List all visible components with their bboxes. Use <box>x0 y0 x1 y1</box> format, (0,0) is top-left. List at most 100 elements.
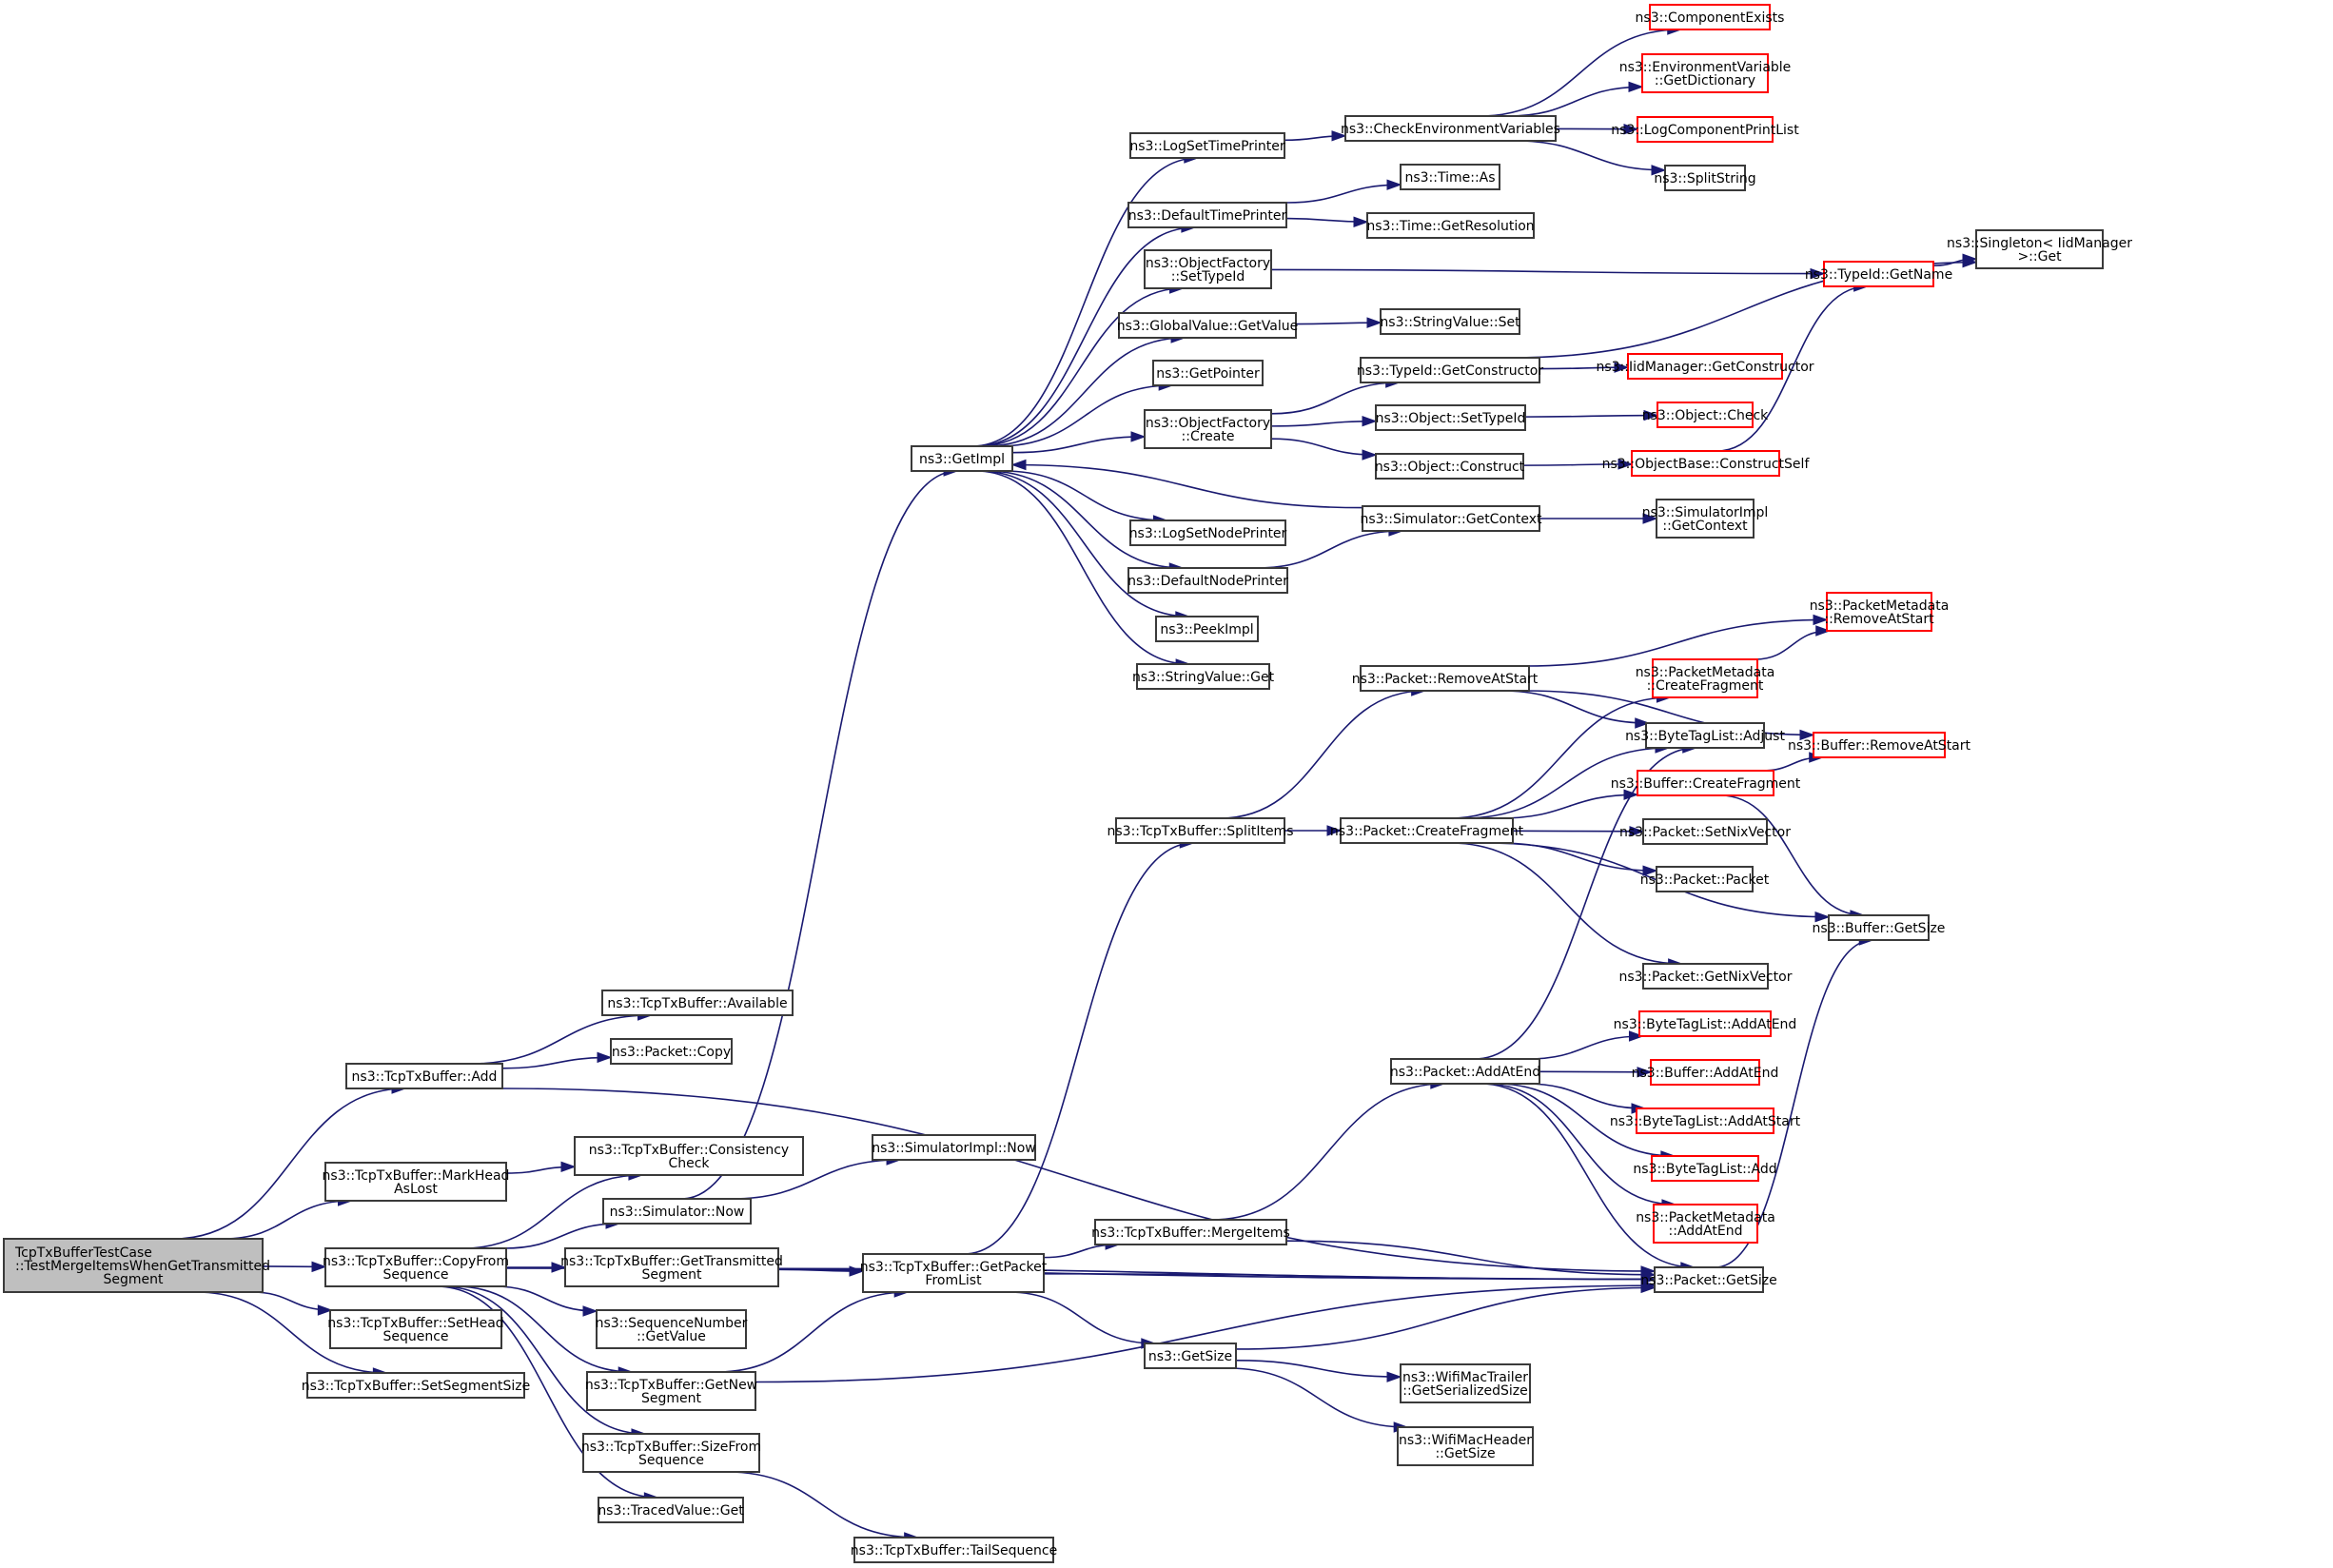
node-ns3-defaulttimeprinter[interactable]: ns3::DefaultTimePrinter <box>1127 202 1287 228</box>
node-ns3-simulatorimpl-now[interactable]: ns3::SimulatorImpl::Now <box>872 1134 1036 1161</box>
edge-line <box>1235 1360 1402 1378</box>
node-ns3-packet-getsize[interactable]: ns3::Packet::GetSize <box>1640 1266 1777 1293</box>
node-ns3-splitstring[interactable]: ns3::SplitString <box>1654 165 1756 191</box>
node-ns3-object-construct[interactable]: ns3::Object::Construct <box>1375 453 1525 480</box>
node-ns3-singleton-iidmanager-get[interactable]: ns3::Singleton< IidManager>::Get <box>1947 229 2132 269</box>
node-ns3-packet-copy[interactable]: ns3::Packet::Copy <box>610 1038 733 1065</box>
arrowhead-icon <box>1640 1282 1657 1294</box>
node-ns3-buffer-getsize[interactable]: ns3::Buffer::GetSize <box>1813 914 1946 941</box>
node-ns3-objectfactory-create[interactable]: ns3::ObjectFactory::Create <box>1144 409 1272 449</box>
edge-ofsettypeid-to-tidgetname <box>1270 267 1826 280</box>
node-ns3-getimpl[interactable]: ns3::GetImpl <box>911 445 1013 472</box>
node-box <box>1638 1010 1772 1037</box>
node-ns3-packet-setnixvector[interactable]: ns3::Packet::SetNixVector <box>1619 818 1791 845</box>
node-ns3-tcptxbuffer-mergeitems[interactable]: ns3::TcpTxBuffer::MergeItems <box>1091 1219 1290 1245</box>
node-box <box>1144 1343 1237 1369</box>
node-label: ns3::TcpTxBuffer::TailSequence <box>851 1543 1057 1558</box>
node-box <box>1340 817 1514 844</box>
node-label: ns3::Packet::GetNixVector <box>1619 970 1793 985</box>
node-label: ns3::TcpTxBuffer::GetNew <box>585 1378 757 1393</box>
edge-line <box>1514 140 1666 171</box>
node-ns3-tcptxbuffer-splititems[interactable]: ns3::TcpTxBuffer::SplitItems <box>1108 817 1294 844</box>
node-ns3-simulator-getcontext[interactable]: ns3::Simulator::GetContext <box>1360 505 1542 532</box>
node-ns3-bytetaglist-adjust[interactable]: ns3::ByteTagList::Adjust <box>1625 722 1785 749</box>
node-ns3-tcptxbuffer-setsegmentsize[interactable]: ns3::TcpTxBuffer::SetSegmentSize <box>302 1372 531 1399</box>
node-ns3-logsettimeprinter[interactable]: ns3::LogSetTimePrinter <box>1129 132 1285 159</box>
node-ns3-time-getresolution[interactable]: ns3::Time::GetResolution <box>1366 212 1535 239</box>
node-ns3-wifimactrailer-getserializedsize[interactable]: ns3::WifiMacTrailer::GetSerializedSize <box>1400 1363 1531 1403</box>
node-ns3-objectbase-constructself[interactable]: ns3::ObjectBase::ConstructSelf <box>1602 450 1811 477</box>
node-ns3-packetmetadata-removeatstart[interactable]: ns3::PacketMetadata::RemoveAtStart <box>1810 592 1950 632</box>
node-ns3-peekimpl[interactable]: ns3::PeekImpl <box>1155 616 1259 642</box>
node-ns3-tcptxbuffer-available[interactable]: ns3::TcpTxBuffer::Available <box>601 990 794 1016</box>
node-ns3-simulatorimpl-getcontext[interactable]: ns3::SimulatorImpl::GetContext <box>1642 499 1769 539</box>
node-ns3-typeid-getname[interactable]: ns3::TypeId::GetName <box>1805 261 1952 287</box>
node-ns3-componentexists[interactable]: ns3::ComponentExists <box>1636 4 1785 30</box>
edge-ofcreate-to-objsettypeid <box>1270 415 1378 427</box>
node-ns3-packet-getnixvector[interactable]: ns3::Packet::GetNixVector <box>1619 963 1793 990</box>
nodes-layer: TcpTxBufferTestCase::TestMergeItemsWhenG… <box>3 4 2132 1563</box>
node-ns3-sequencenumber-getvalue[interactable]: ns3::SequenceNumber::GetValue <box>596 1309 748 1349</box>
node-ns3-time-as[interactable]: ns3::Time::As <box>1400 164 1500 190</box>
node-box <box>1115 817 1285 844</box>
node-ns3-checkenvironmentvariables[interactable]: ns3::CheckEnvironmentVariables <box>1341 115 1560 142</box>
node-ns3-packet-removeatstart[interactable]: ns3::Packet::RemoveAtStart <box>1352 665 1539 692</box>
node-ns3-tcptxbuffer-tailsequence[interactable]: ns3::TcpTxBuffer::TailSequence <box>851 1537 1057 1563</box>
node-ns3-getsize[interactable]: ns3::GetSize <box>1144 1343 1237 1369</box>
node-label: ns3::TypeId::GetName <box>1805 267 1952 283</box>
node-ns3-wifimacheader-getsize[interactable]: ns3::WifiMacHeader::GetSize <box>1397 1426 1534 1466</box>
node-box <box>324 1162 507 1202</box>
node-ns3-tcptxbuffer-add[interactable]: ns3::TcpTxBuffer::Add <box>345 1063 503 1089</box>
node-ns3-logcomponentprintlist[interactable]: ns3::LogComponentPrintList <box>1611 116 1799 143</box>
node-label: Sequence <box>382 1267 448 1283</box>
edge-line <box>1479 29 1681 117</box>
node-ns3-packetmetadata-addatend[interactable]: ns3::PacketMetadata::AddAtEnd <box>1636 1204 1775 1244</box>
edge-line <box>971 157 1198 447</box>
edge-line <box>501 1056 612 1069</box>
node-ns3-buffer-createfragment[interactable]: ns3::Buffer::CreateFragment <box>1611 770 1801 796</box>
node-label: ::Create <box>1182 429 1235 444</box>
edge-getsize-to-pktgetsize <box>1235 1282 1657 1350</box>
node-ns3-typeid-getconstructor[interactable]: ns3::TypeId::GetConstructor <box>1357 357 1543 383</box>
node-ns3-getpointer[interactable]: ns3::GetPointer <box>1152 360 1264 386</box>
node-ns3-defaultnodeprinter[interactable]: ns3::DefaultNodePrinter <box>1127 567 1288 594</box>
node-box <box>596 1309 747 1349</box>
node-ns3-packet-createfragment[interactable]: ns3::Packet::CreateFragment <box>1330 817 1524 844</box>
node-box <box>1360 357 1540 383</box>
node-ns3-bytetaglist-add[interactable]: ns3::ByteTagList::Add <box>1633 1155 1777 1182</box>
node-ns3-objectfactory-settypeid[interactable]: ns3::ObjectFactory::SetTypeId <box>1144 249 1272 289</box>
node-ns3-buffer-removeatstart[interactable]: ns3::Buffer::RemoveAtStart <box>1788 732 1971 758</box>
node-label: ns3::Buffer::GetSize <box>1813 921 1946 936</box>
node-ns3-globalvalue-getvalue[interactable]: ns3::GlobalValue::GetValue <box>1117 312 1298 339</box>
node-ns3-logsetnodeprinter[interactable]: ns3::LogSetNodePrinter <box>1129 519 1287 546</box>
node-ns3-simulator-now[interactable]: ns3::Simulator::Now <box>602 1198 752 1225</box>
node-ns3-stringvalue-get[interactable]: ns3::StringValue::Get <box>1132 663 1275 690</box>
node-box <box>1362 505 1540 532</box>
arrowhead-icon <box>1651 165 1667 176</box>
node-box <box>1636 1107 1774 1134</box>
node-ns3-bytetaglist-addatend[interactable]: ns3::ByteTagList::AddAtEnd <box>1614 1010 1797 1037</box>
node-ns3-object-check[interactable]: ns3::Object::Check <box>1642 402 1769 428</box>
edge-line <box>984 337 1186 447</box>
node-ns3-object-settypeid[interactable]: ns3::Object::SetTypeId <box>1375 404 1526 431</box>
node-ns3-environmentvariable-getdictionary[interactable]: ns3::EnvironmentVariable::GetDictionary <box>1619 53 1792 93</box>
node-ns3-stringvalue-set[interactable]: ns3::StringValue::Set <box>1380 308 1520 335</box>
arrowhead-icon <box>1629 826 1645 837</box>
node-ns3-packetmetadata-createfragment[interactable]: ns3::PacketMetadata::CreateFragment <box>1636 658 1775 698</box>
arrowhead-icon <box>1386 1371 1402 1382</box>
node-ns3-bytetaglist-addatstart[interactable]: ns3::ByteTagList::AddAtStart <box>1610 1107 1801 1134</box>
node-ns3-buffer-addatend[interactable]: ns3::Buffer::AddAtEnd <box>1632 1059 1779 1086</box>
node-ns3-tracedvalue-get[interactable]: ns3::TracedValue::Get <box>598 1497 744 1523</box>
node-ns3-packet-packet[interactable]: ns3::Packet::Packet <box>1640 866 1770 892</box>
node-ns3-packet-addatend[interactable]: ns3::Packet::AddAtEnd <box>1390 1058 1540 1085</box>
node-tcptxbuffertestcase-testmergeitemswhengettransmittedsegment[interactable]: TcpTxBufferTestCase::TestMergeItemsWhenG… <box>3 1238 270 1293</box>
node-ns3-iidmanager-getconstructor[interactable]: ns3::IidManager::GetConstructor <box>1596 353 1814 380</box>
